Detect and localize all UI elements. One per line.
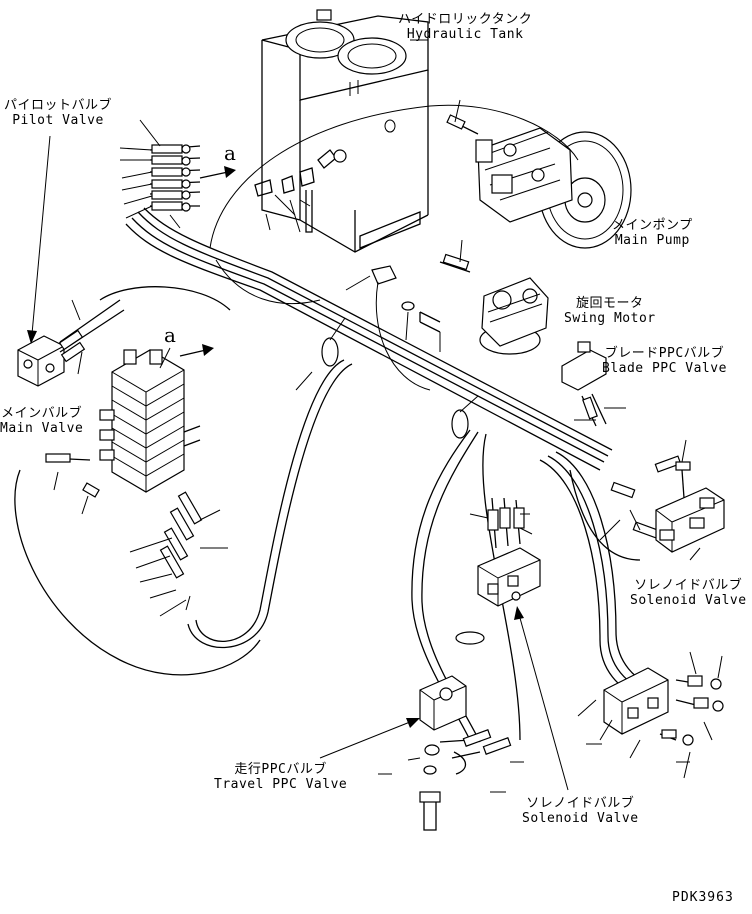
solenoid-valve-bottom-label-en: Solenoid Valve	[522, 811, 639, 826]
main-valve	[45, 344, 228, 617]
hydraulic-tank	[254, 9, 429, 253]
blade-ppc-valve	[561, 341, 626, 427]
blade-ppc-valve-label-en: Blade PPC Valve	[602, 361, 727, 376]
solenoid-valve-right-label: ソレノイドバルブ Solenoid Valve	[630, 578, 747, 608]
main-valve-label-en: Main Valve	[0, 421, 84, 436]
pilot-valve-label: パイロットバルブ Pilot Valve	[4, 98, 112, 128]
swing-motor-label-en: Swing Motor	[564, 311, 656, 326]
hydraulic-tank-label: ハイドロリックタンク Hydraulic Tank	[398, 12, 532, 42]
drawing-code: PDK3963	[672, 890, 734, 905]
travel-ppc-valve-label-jp: 走行PPCバルブ	[234, 762, 327, 777]
solenoid-valve-right-label-en: Solenoid Valve	[630, 593, 747, 608]
reference-mark-a-top: a	[224, 141, 237, 165]
pilot-valve-hoses-fittings	[119, 119, 236, 229]
solenoid-valve-bottom-label-jp: ソレノイドバルブ	[526, 796, 635, 811]
solenoid-valve-right-label-jp: ソレノイドバルブ	[634, 578, 743, 593]
pilot-valve-label-en: Pilot Valve	[12, 113, 104, 128]
travel-ppc-valve	[319, 675, 524, 831]
solenoid-valve-bottom-label: ソレノイドバルブ Solenoid Valve	[522, 796, 639, 826]
main-valve-label-jp: メインバルブ	[1, 406, 83, 421]
pilot-valve-label-jp: パイロットバルブ	[4, 98, 113, 113]
swing-motor-label-jp: 旋回モータ	[576, 296, 644, 311]
swing-motor	[345, 239, 549, 355]
blade-ppc-valve-label: ブレードPPCバルブ Blade PPC Valve	[602, 346, 727, 376]
main-pump-label-en: Main Pump	[614, 233, 690, 248]
blade-ppc-valve-label-jp: ブレードPPCバルブ	[604, 346, 725, 361]
hydraulic-tank-label-en: Hydraulic Tank	[406, 27, 524, 42]
solenoid-valve-lower	[577, 651, 724, 779]
reference-mark-a-middle: a	[164, 323, 177, 347]
swing-motor-label: 旋回モータ Swing Motor	[564, 296, 656, 326]
main-pump	[446, 99, 632, 249]
hydraulic-tank-label-jp: ハイドロリックタンク	[398, 12, 533, 27]
pilot-valve	[17, 135, 125, 387]
solenoid-valve-right	[599, 439, 725, 561]
main-pump-label-jp: メインポンプ	[612, 218, 693, 233]
travel-ppc-valve-label: 走行PPCバルブ Travel PPC Valve	[214, 762, 347, 792]
main-pump-label: メインポンプ Main Pump	[612, 218, 693, 248]
travel-ppc-valve-label-en: Travel PPC Valve	[214, 777, 348, 792]
solenoid-valve-center	[469, 497, 569, 791]
main-valve-label: メインバルブ Main Valve	[0, 406, 83, 436]
